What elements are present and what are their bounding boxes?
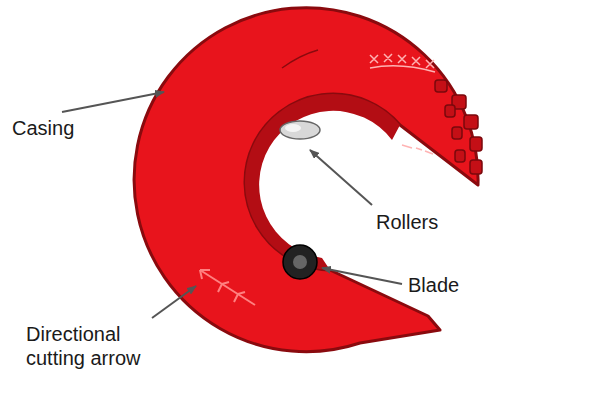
blade [283,245,317,279]
part-label: Casing [12,116,74,140]
rollers [280,121,320,139]
part-label: Blade [408,273,459,297]
grip-ridges [435,80,482,174]
direction-arrow-mark [200,270,255,305]
inner-wall [245,94,400,270]
casing-markings [370,54,435,154]
casing-body [134,8,478,352]
part-label: Directional cutting arrow [26,322,176,370]
leader-lines [62,92,402,318]
part-label: Rollers [376,210,438,234]
